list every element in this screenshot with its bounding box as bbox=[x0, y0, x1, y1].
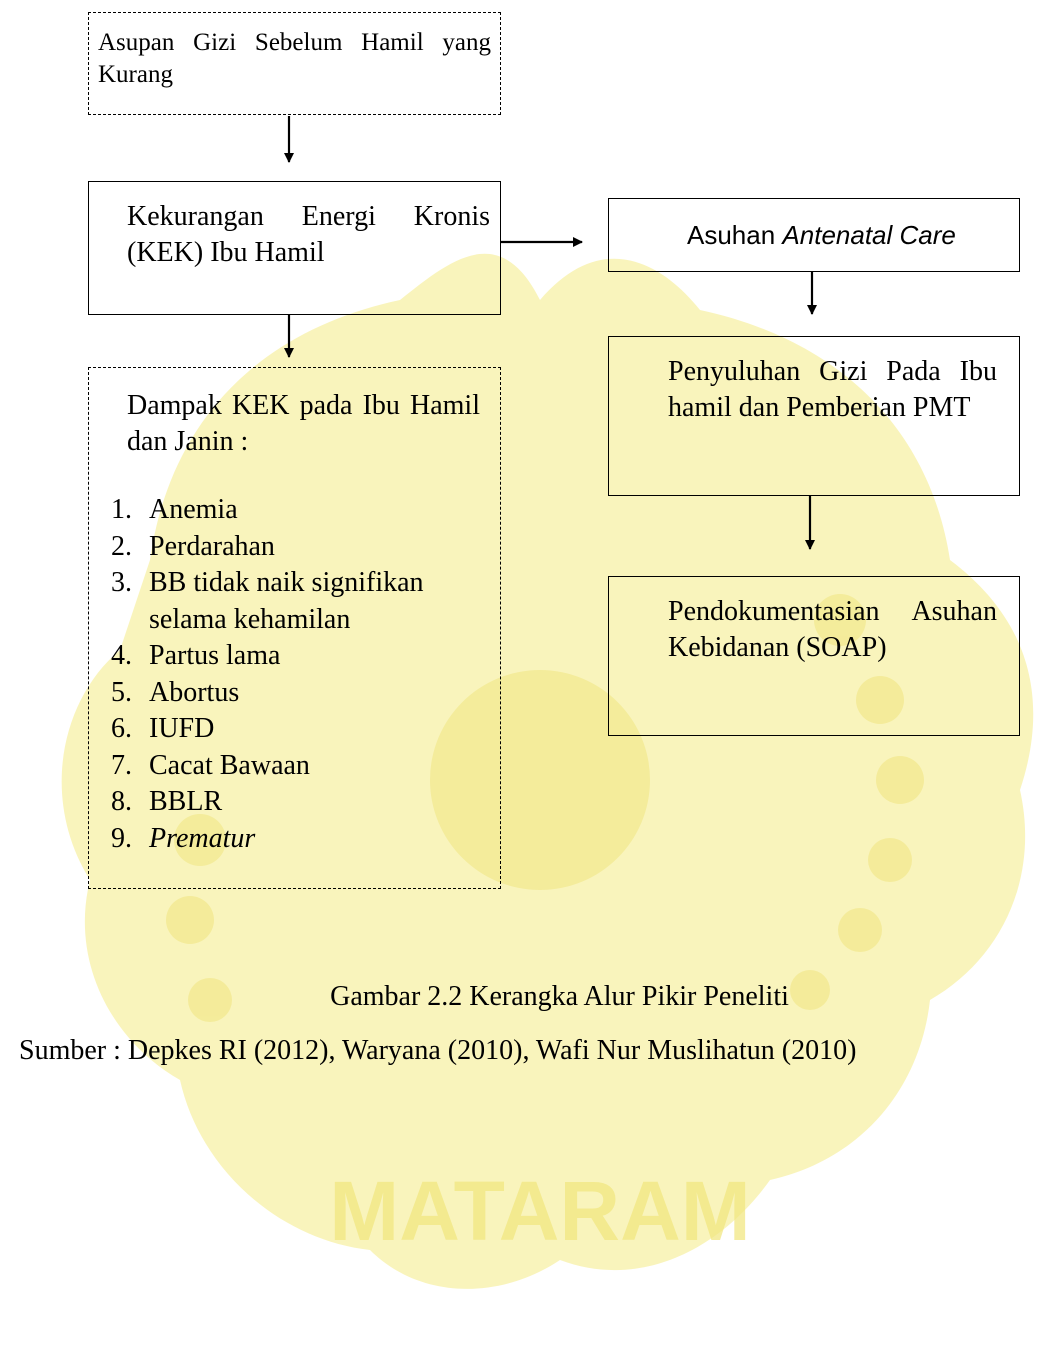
figure-caption: Gambar 2.2 Kerangka Alur Pikir Peneliti bbox=[330, 981, 789, 1012]
effect-number: 9. bbox=[111, 822, 132, 854]
effect-item: 8. BBLR bbox=[111, 784, 480, 821]
effect-item: 3. BB tidak naik signifikan selama kehami… bbox=[111, 565, 480, 638]
effect-text: Cacat Bawaan bbox=[149, 749, 310, 781]
effect-number: 6. bbox=[111, 713, 132, 744]
effect-item: 2. Perdarahan bbox=[111, 529, 480, 566]
effect-number: 7. bbox=[111, 749, 132, 781]
box-asuhan-antenatal-care: Asuhan Antenatal Care bbox=[608, 198, 1020, 272]
effect-item: 4. Partus lama bbox=[111, 638, 480, 675]
effect-number: 4. bbox=[111, 640, 132, 671]
effect-text: Abortus bbox=[149, 676, 240, 708]
effect-text: Anemia bbox=[149, 494, 238, 525]
effect-number: 8. bbox=[111, 786, 132, 817]
asuhan-prefix: Asuhan bbox=[687, 219, 776, 250]
effect-number: 1. bbox=[111, 494, 132, 525]
kek-text: Kekurangan Energi Kronis (KEK) Ibu Hamil bbox=[127, 201, 490, 268]
effect-text: Perdarahan bbox=[149, 530, 275, 562]
dampak-title: Dampak KEK pada Ibu Hamil dan Janin : bbox=[127, 390, 480, 457]
box-asupan-gizi: Asupan Gizi Sebelum Hamil yang Kurang bbox=[88, 12, 501, 115]
figure-source: Sumber : Depkes RI (2012), Waryana (2010… bbox=[19, 1035, 857, 1066]
effect-item: 1. Anemia bbox=[111, 492, 480, 529]
watermark-text: MATARAM bbox=[329, 1164, 750, 1258]
box-dampak-kek: Dampak KEK pada Ibu Hamil dan Janin : 1.… bbox=[88, 367, 501, 889]
effect-number: 3. bbox=[111, 567, 132, 598]
effect-item: 9. Prematur bbox=[111, 821, 480, 858]
asuhan-text: Asuhan Antenatal Care bbox=[687, 220, 956, 251]
effect-number: 5. bbox=[111, 676, 132, 708]
pendokumentasian-text: Pendokumentasian Asuhan Kebidanan (SOAP) bbox=[668, 596, 997, 663]
penyuluhan-text: Penyuluhan Gizi Pada Ibu hamil dan Pembe… bbox=[668, 356, 997, 423]
box-pendokumentasian: Pendokumentasian Asuhan Kebidanan (SOAP) bbox=[608, 576, 1020, 736]
asupan-gizi-text: Asupan Gizi Sebelum Hamil yang Kurang bbox=[98, 29, 491, 88]
box-penyuluhan-gizi: Penyuluhan Gizi Pada Ibu hamil dan Pembe… bbox=[608, 336, 1020, 496]
asuhan-italic: Antenatal Care bbox=[782, 219, 956, 250]
effect-text: Partus lama bbox=[149, 640, 281, 671]
effect-text: Prematur bbox=[149, 822, 256, 854]
box-kek: Kekurangan Energi Kronis (KEK) Ibu Hamil bbox=[88, 181, 501, 315]
effect-item: 5. Abortus bbox=[111, 675, 480, 712]
effect-item: 6. IUFD bbox=[111, 711, 480, 748]
effect-number: 2. bbox=[111, 530, 132, 562]
effect-text: BB tidak naik signifikan selama kehamila… bbox=[149, 567, 424, 635]
effect-text: BBLR bbox=[149, 786, 223, 817]
effect-item: 7. Cacat Bawaan bbox=[111, 748, 480, 785]
effects-list: 1. Anemia 2. Perdarahan 3. BB tidak naik sign… bbox=[111, 492, 480, 857]
effect-text: IUFD bbox=[149, 713, 215, 744]
